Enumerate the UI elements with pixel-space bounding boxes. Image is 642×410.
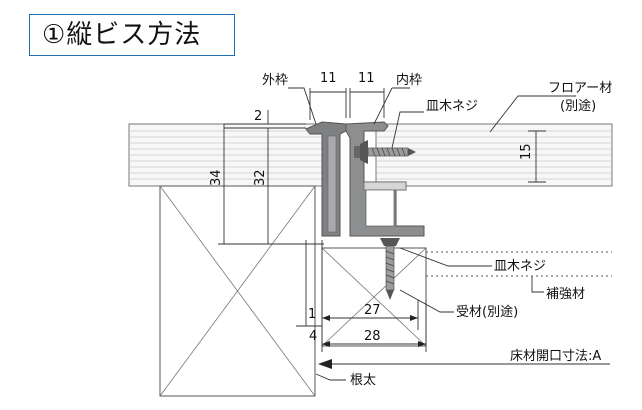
dim-32: 32 xyxy=(253,169,268,186)
diagram-title: ①縦ビス方法 xyxy=(42,20,202,50)
label-screw-top: 皿木ネジ xyxy=(426,99,478,114)
joist-block xyxy=(159,185,316,397)
outer-frame-profile xyxy=(305,121,347,237)
screw-bottom xyxy=(380,238,400,300)
receiver-block xyxy=(321,247,427,347)
leader-lines xyxy=(288,87,576,381)
floor-board-left xyxy=(128,123,323,187)
dim-2: 2 xyxy=(254,109,262,124)
dim-1: 1 xyxy=(308,307,316,322)
screw-top xyxy=(360,140,416,164)
label-floor-material: フロアー材 xyxy=(548,81,612,96)
frame-detail xyxy=(354,146,362,158)
dimension-lines xyxy=(218,88,610,365)
reinforcement-board xyxy=(426,251,612,277)
dim-4: 4 xyxy=(309,329,317,344)
floor-board-right xyxy=(375,123,613,187)
label-screw-bottom: 皿木ネジ xyxy=(494,259,546,274)
title-box: ①縦ビス方法 xyxy=(29,14,235,56)
dim-11-right: 11 xyxy=(358,71,375,86)
dim-28: 28 xyxy=(364,329,381,344)
dimension-arrows xyxy=(318,315,426,369)
dim-15: 15 xyxy=(519,143,534,160)
dimension-labels: 11 11 2 34 32 15 1 4 27 28 xyxy=(209,71,534,344)
dim-11-left: 11 xyxy=(320,71,337,86)
callout-labels: 外枠 内枠 皿木ネジ フロアー材 (別途) 皿木ネジ 補強材 受材(別途) 床材… xyxy=(262,72,612,388)
inner-frame-profile xyxy=(345,121,425,237)
label-outer-frame: 外枠 xyxy=(262,73,288,88)
label-inner-frame: 内枠 xyxy=(396,72,422,88)
label-receiver: 受材(別途) xyxy=(456,304,518,320)
label-separate: (別途) xyxy=(560,98,596,114)
label-opening-size: 床材開口寸法:A xyxy=(510,349,601,364)
label-joist: 根太 xyxy=(350,373,376,388)
label-reinforcement: 補強材 xyxy=(546,287,585,302)
dim-34: 34 xyxy=(209,169,224,186)
dim-27: 27 xyxy=(364,303,381,318)
